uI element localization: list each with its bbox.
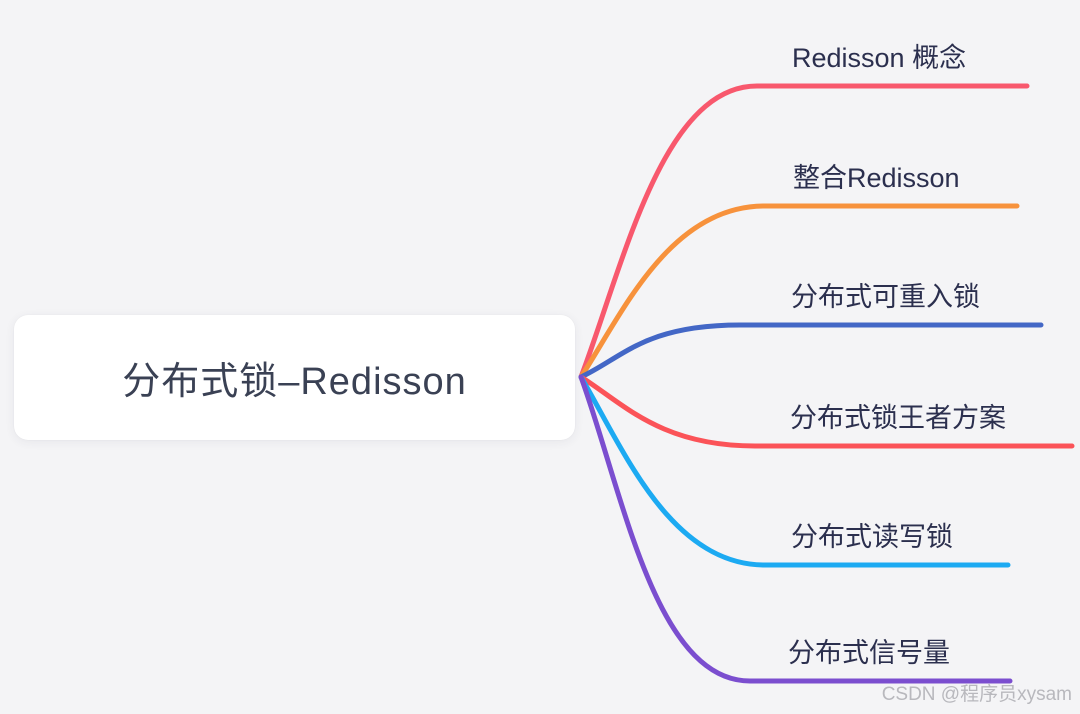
branch-connector-6 bbox=[578, 374, 1013, 684]
root-node-label: 分布式锁–Redisson bbox=[122, 361, 467, 403]
branch-connector-2 bbox=[578, 203, 1020, 380]
root-node[interactable]: 分布式锁–Redisson bbox=[14, 315, 575, 440]
branch-node-2[interactable]: 整合Redisson bbox=[793, 163, 960, 193]
branch-connector-3 bbox=[578, 322, 1044, 380]
branch-node-1[interactable]: Redisson 概念 bbox=[792, 43, 967, 73]
branch-connector-5 bbox=[578, 374, 1011, 568]
branch-node-5[interactable]: 分布式读写锁 bbox=[791, 522, 953, 552]
branch-connector-4 bbox=[578, 374, 1075, 449]
branch-connector-1 bbox=[578, 83, 1030, 380]
branch-node-6[interactable]: 分布式信号量 bbox=[788, 638, 950, 668]
branch-node-4[interactable]: 分布式锁王者方案 bbox=[790, 403, 1006, 433]
watermark: CSDN @程序员xysam bbox=[881, 684, 1072, 705]
branch-node-3[interactable]: 分布式可重入锁 bbox=[791, 282, 980, 312]
